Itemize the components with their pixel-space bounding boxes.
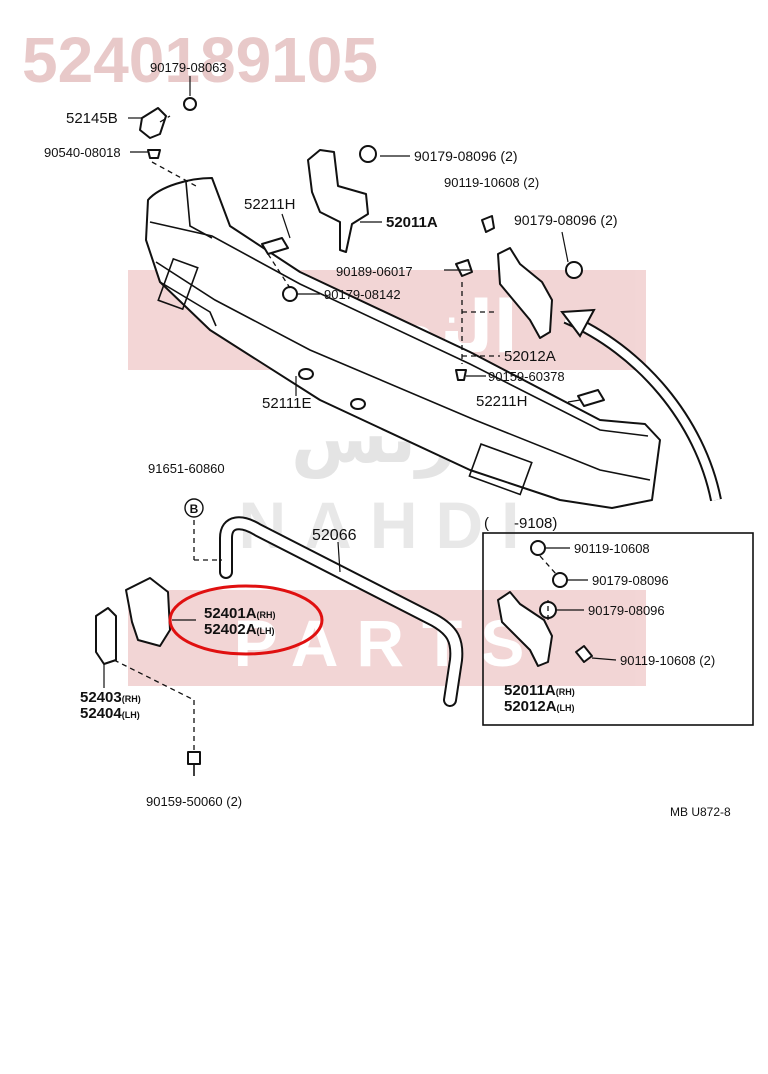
label-52402a-code: 52402A (204, 621, 257, 638)
inset-label-90119-10608-b: 90119-10608 (2) (620, 653, 715, 668)
bumper-plate-right (468, 443, 533, 496)
inset-range: ( -9108) (484, 515, 557, 532)
label-52403: 52403(RH) (80, 689, 141, 706)
b-marker: B (190, 502, 199, 516)
arrow-head (560, 308, 596, 338)
label-52011a: 52011A (386, 214, 438, 231)
label-90159-60378: 90159-60378 (488, 369, 565, 384)
label-52404-side: (LH) (122, 710, 140, 720)
header-part-number: 5240189105 (22, 24, 378, 96)
bracket-52011a (307, 145, 495, 253)
leader-lines (103, 76, 617, 688)
label-52404-code: 52404 (80, 705, 122, 722)
inset-label-52011a-side: (RH) (556, 687, 575, 697)
watermark-latin-line2: PARTS (234, 606, 543, 680)
reinforcement-52401a (125, 577, 171, 647)
label-90179-08096-upper: 90179-08096 (2) (414, 148, 518, 164)
clip-52211h-upper (261, 237, 289, 255)
label-52111e: 52111E (262, 395, 312, 412)
label-52401a-side: (RH) (257, 610, 276, 620)
label-52401a-code: 52401A (204, 605, 257, 622)
label-52402a-side: (LH) (257, 626, 275, 636)
footer-code: MB U872-8 (670, 805, 731, 819)
bracket-52145b (139, 97, 197, 187)
label-90189-06017: 90189-06017 (336, 264, 413, 279)
label-90119-10608-upper: 90119-10608 (2) (444, 175, 539, 190)
label-52404: 52404(LH) (80, 705, 140, 722)
label-52403-code: 52403 (80, 689, 122, 706)
clip-52211h-lower (577, 389, 605, 407)
label-52403-side: (RH) (122, 694, 141, 704)
inset-label-52011a: 52011A(RH) (504, 682, 575, 699)
label-90179-08142: 90179-08142 (324, 287, 401, 302)
label-90540-08018: 90540-08018 (44, 145, 121, 160)
inset-label-90119-10608: 90119-10608 (574, 541, 650, 556)
bolt-90159-50060 (187, 751, 201, 765)
label-91651-60860: 91651-60860 (148, 461, 225, 476)
bumper-plate-left (157, 257, 199, 311)
label-52211h-lower: 52211H (476, 393, 527, 410)
highlight-ellipse (168, 584, 324, 656)
label-52402a: 52402A(LH) (204, 621, 275, 638)
inset-label-52011a-code: 52011A (504, 682, 556, 699)
inset-label-90179-08096-b: 90179-08096 (588, 603, 665, 618)
label-52066: 52066 (312, 527, 357, 544)
brace-52066 (193, 516, 464, 707)
label-90179-08096-right: 90179-08096 (2) (514, 212, 618, 228)
label-52012a: 52012A (504, 348, 556, 365)
label-90179-08063: 90179-08063 (150, 60, 227, 75)
label-90159-50060: 90159-50060 (2) (146, 794, 242, 809)
label-52401a: 52401A(RH) (204, 605, 276, 622)
bumper-52111e (145, 177, 661, 509)
bumper-mount-2 (350, 398, 366, 410)
inset-label-90179-08096-a: 90179-08096 (592, 573, 669, 588)
bumper-mount-1 (298, 368, 314, 380)
label-52211h-upper: 52211H (244, 196, 295, 213)
watermark-band-bottom (128, 590, 646, 686)
inset-label-52012a-side: (LH) (557, 703, 575, 713)
nut-90179-08142 (282, 286, 298, 302)
bracket-52012a (455, 247, 583, 381)
inset-box (482, 532, 754, 726)
label-52145b: 52145B (66, 110, 118, 127)
direction-arrow (560, 308, 722, 502)
b-marker-circle (184, 498, 204, 518)
bracket-52403 (95, 607, 117, 665)
inset-label-52012a-code: 52012A (504, 698, 557, 715)
inset-label-52012a: 52012A(LH) (504, 698, 575, 715)
